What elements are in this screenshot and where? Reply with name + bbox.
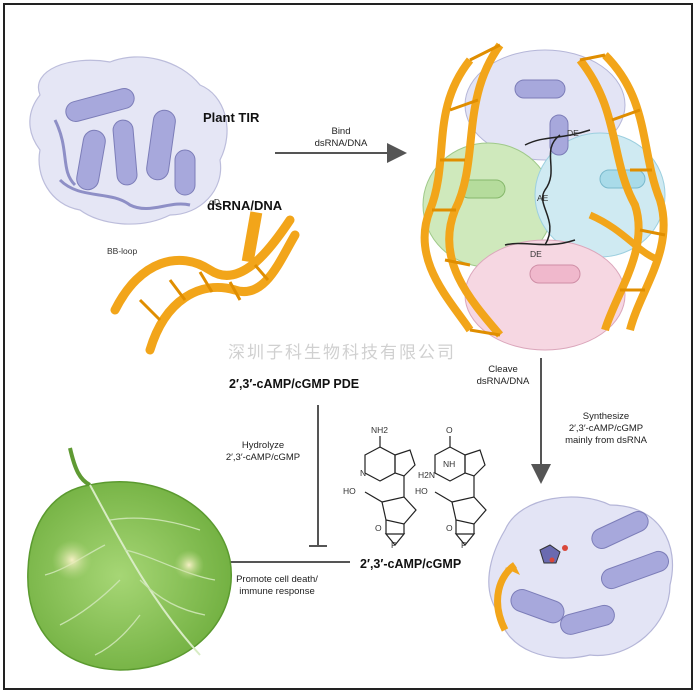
label-bb-loop: BB-loop <box>107 246 138 256</box>
synth-line-2: 2′,3′-cAMP/cGMP <box>568 423 644 434</box>
hydro-line-2: 2′,3′-cAMP/cGMP <box>225 452 301 463</box>
camp-structure <box>364 436 417 546</box>
cleave-line-1: Cleave <box>488 364 518 375</box>
figure-border <box>3 3 693 690</box>
label-camp-cgmp: 2′,3′-cAMP/cGMP <box>360 557 462 571</box>
promote-line-1: Promote cell death/ <box>236 574 318 585</box>
chem-ho-left: HO <box>343 486 356 496</box>
cleave-line-2: dsRNA/DNA <box>476 376 530 387</box>
watermark: 深圳子科生物科技有限公司 <box>228 343 456 363</box>
leaf-image <box>27 447 232 671</box>
cgmp-structure <box>434 436 487 546</box>
label-bind: Bind dsRNA/DNA <box>311 126 371 150</box>
dsrna-dna-helix <box>110 211 300 355</box>
tir-dna-complex <box>420 42 668 351</box>
chem-nh2: NH2 <box>371 425 389 435</box>
label-synthesize: Synthesize 2′,3′-cAMP/cGMP mainly from d… <box>551 411 661 447</box>
label-hydrolyze: Hydrolyze 2′,3′-cAMP/cGMP <box>218 440 308 464</box>
label-de-bottom: DE <box>530 249 542 259</box>
synth-line-3: mainly from dsRNA <box>565 435 647 446</box>
chem-o-right: O <box>446 523 453 533</box>
bind-line-2: dsRNA/DNA <box>314 138 368 149</box>
label-alpha-d: αD <box>209 197 221 207</box>
chem-ho-right: HO <box>415 486 428 496</box>
synth-line-1: Synthesize <box>582 411 630 422</box>
label-de-top: DE <box>567 128 579 138</box>
label-plant-tir: Plant TIR <box>203 110 260 125</box>
chem-h2n: H2N <box>418 470 436 480</box>
plant-tir-protein <box>29 56 228 225</box>
label-pde: 2′,3′-cAMP/cGMP PDE <box>229 377 360 391</box>
chem-n-1: N <box>360 468 367 478</box>
chem-nh: NH <box>443 459 456 469</box>
label-dsrna-dna: dsRNA/DNA <box>207 198 283 213</box>
label-promote: Promote cell death/ immune response <box>222 574 332 598</box>
tir-product-complex <box>488 496 674 659</box>
promote-line-2: immune response <box>239 586 315 597</box>
label-ae: AE <box>537 193 549 203</box>
chem-p-right: P <box>461 540 467 550</box>
chem-o-left: O <box>375 523 382 533</box>
label-cleave: Cleave dsRNA/DNA <box>473 364 533 388</box>
chem-p-left: P <box>391 540 397 550</box>
hydro-line-1: Hydrolyze <box>241 440 285 451</box>
chem-o-top: O <box>446 425 453 435</box>
bind-line-1: Bind <box>331 126 351 137</box>
